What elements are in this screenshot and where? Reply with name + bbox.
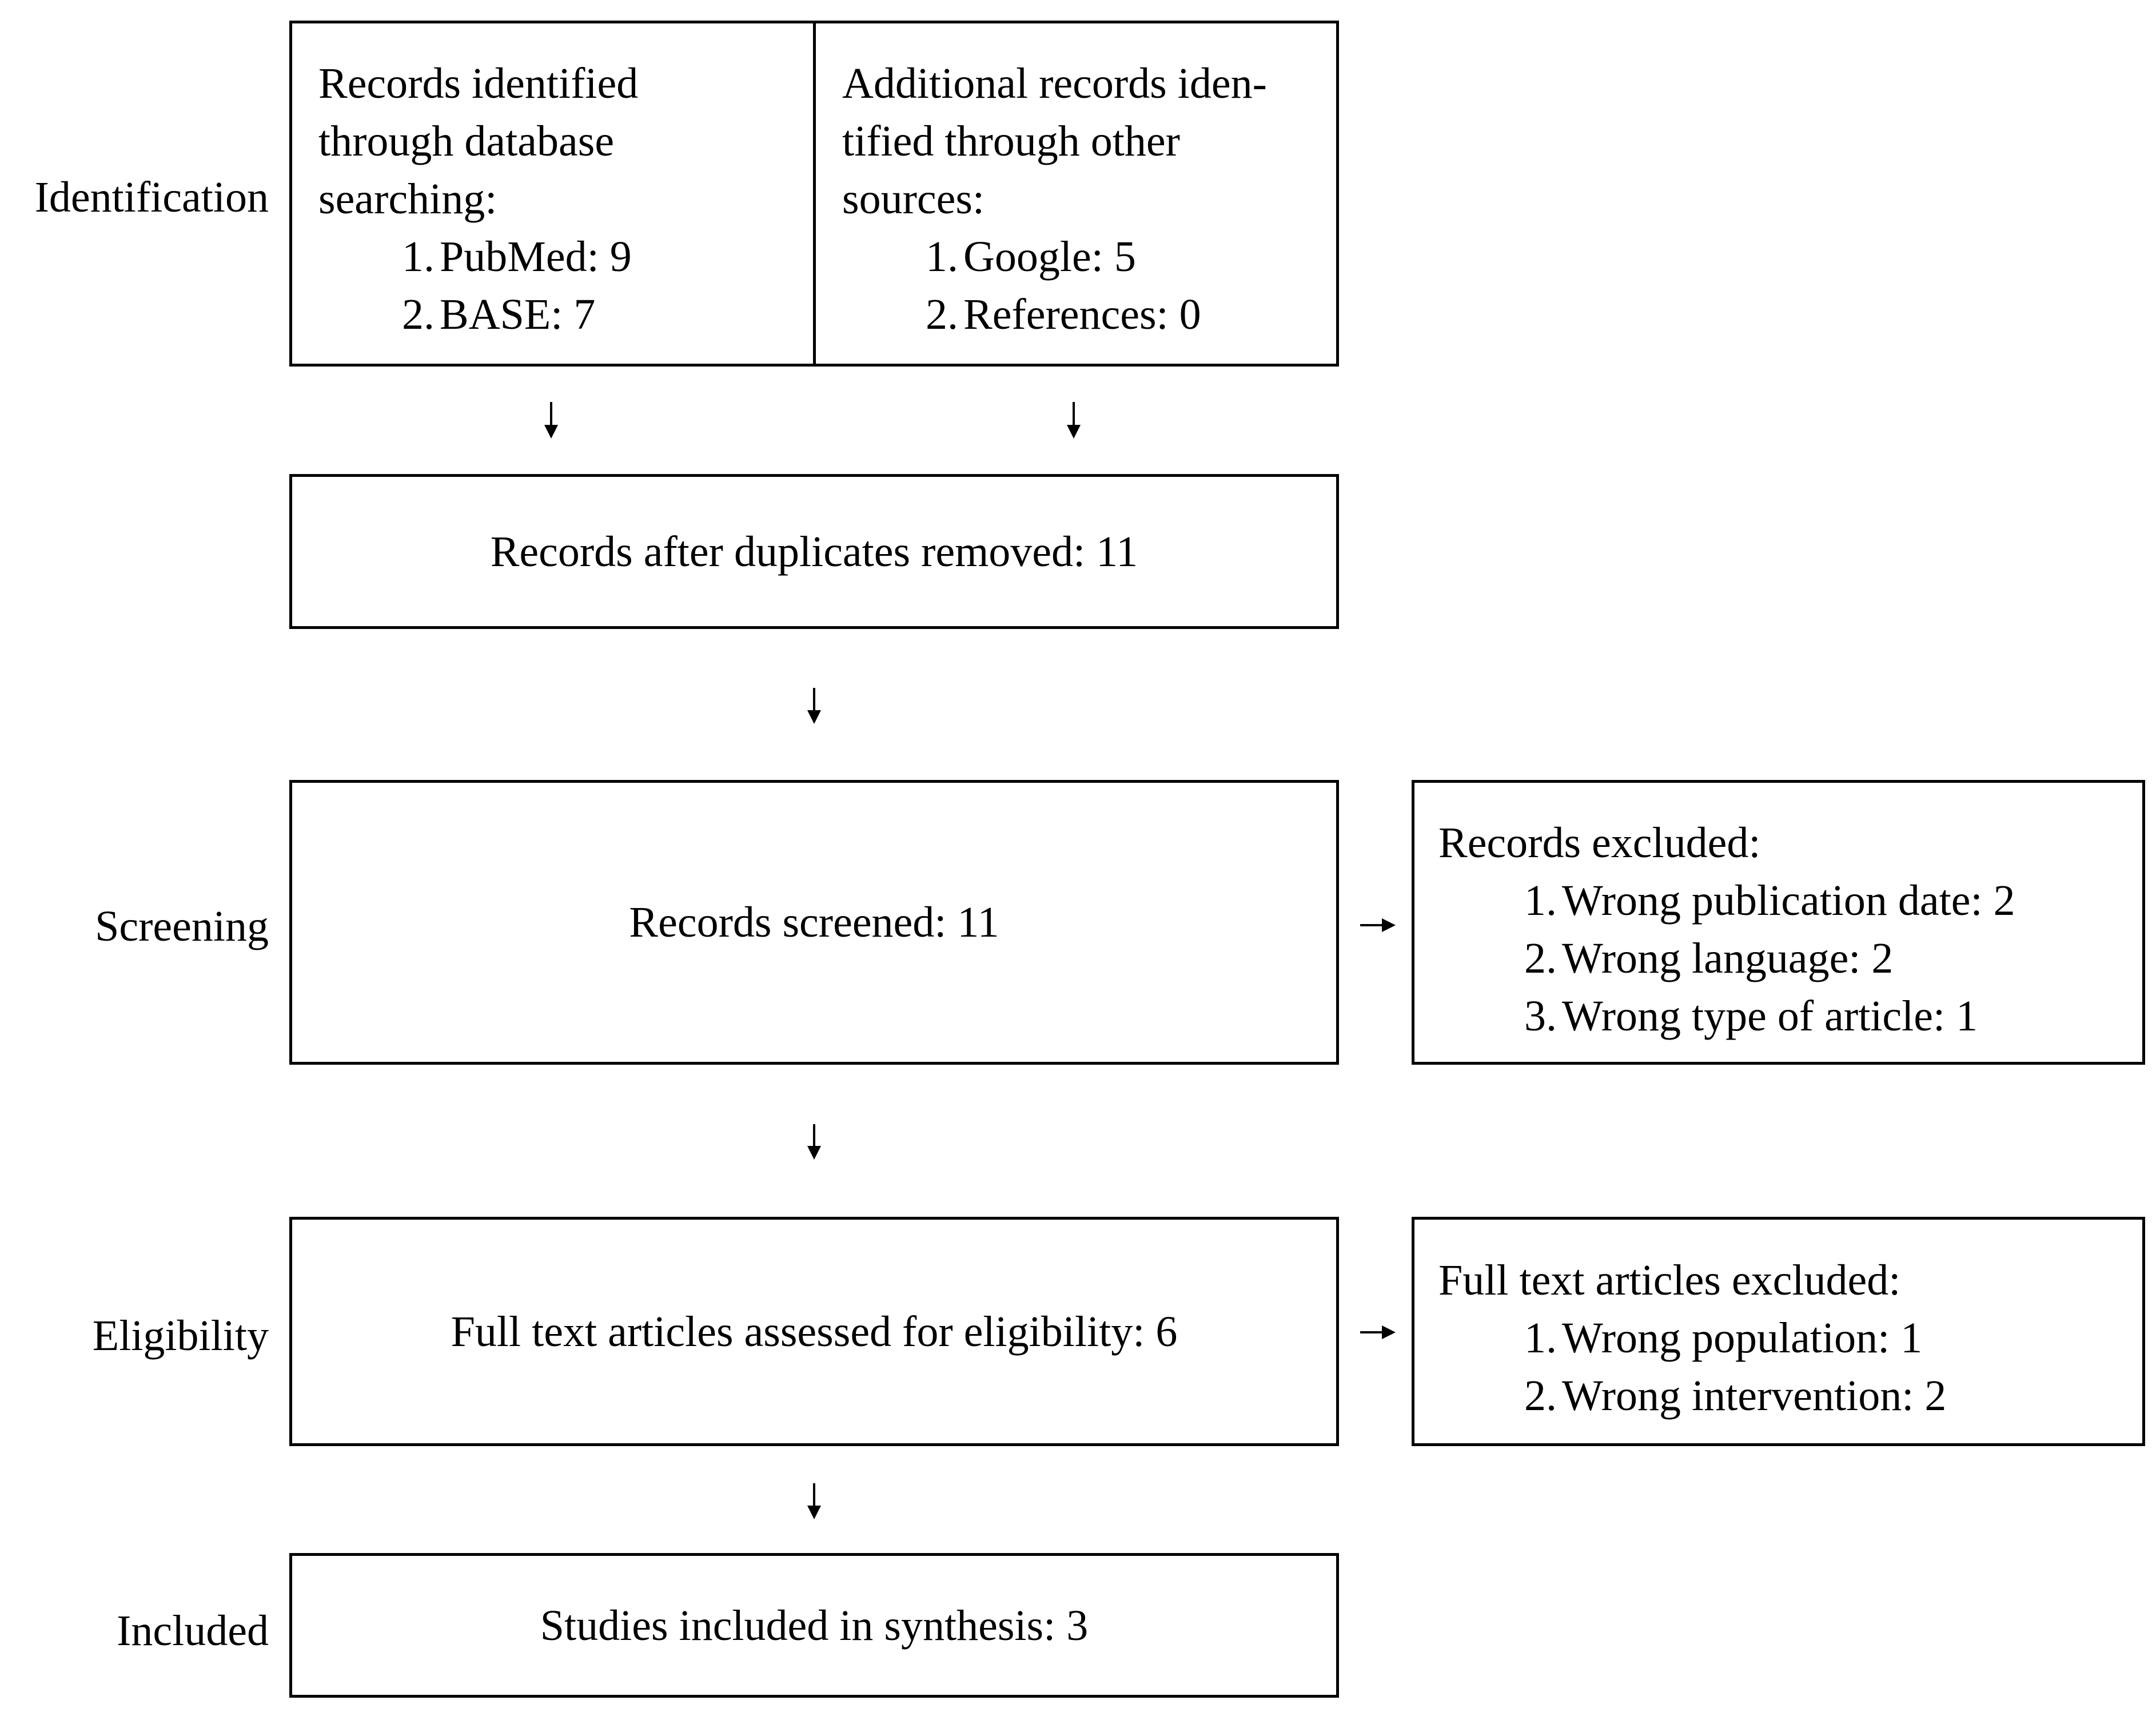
full-text-excluded-item-intervention: 2.Wrong intervention: 2	[1524, 1374, 1946, 1418]
other-line-2: tified through other	[842, 117, 1180, 165]
identification-column-divider	[813, 23, 816, 364]
list-number: 1.	[926, 233, 958, 281]
excluded-item-publication-date: 1.Wrong publication date: 2	[1524, 879, 2015, 922]
full-text-excluded-item-population: 1.Wrong population: 1	[1524, 1316, 1922, 1360]
stage-label-identification: Identification	[34, 173, 269, 221]
stage-label-eligibility: Eligibility	[92, 1312, 269, 1360]
identification-box: Records identified through database sear…	[289, 21, 1339, 367]
stage-label-screening: Screening	[95, 902, 269, 950]
full-text-excluded-box: Full text articles excluded: 1.Wrong pop…	[1412, 1217, 2145, 1446]
full-text-assessed-text: Full text articles assessed for eligibil…	[451, 1307, 1178, 1356]
stage-label-included: Included	[117, 1607, 269, 1655]
database-item-pubmed: 1.PubMed: 9	[402, 235, 632, 278]
other-item-references: 2.References: 0	[926, 293, 1201, 336]
included-studies-text: Studies included in synthesis: 3	[540, 1601, 1089, 1650]
list-number: 3.	[1524, 992, 1557, 1040]
records-screened-text: Records screened: 11	[629, 898, 999, 946]
list-text: References: 0	[963, 290, 1201, 339]
list-number: 2.	[402, 290, 435, 339]
other-item-google: 1.Google: 5	[926, 235, 1136, 278]
duplicates-removed-text: Records after duplicates removed: 11	[490, 527, 1138, 576]
included-studies-box: Studies included in synthesis: 3	[289, 1553, 1339, 1698]
excluded-item-article-type: 3.Wrong type of article: 1	[1524, 994, 1978, 1038]
list-text: PubMed: 9	[440, 233, 632, 281]
database-item-base: 2.BASE: 7	[402, 293, 595, 336]
records-excluded-box: Records excluded: 1.Wrong publication da…	[1412, 780, 2145, 1065]
duplicates-removed-box: Records after duplicates removed: 11	[289, 474, 1339, 629]
list-text: Wrong publication date: 2	[1562, 877, 2015, 925]
records-screened-box: Records screened: 11	[289, 780, 1339, 1065]
list-text: BASE: 7	[440, 290, 596, 339]
excluded-item-language: 2.Wrong language: 2	[1524, 937, 1893, 980]
database-line-3: searching:	[318, 175, 497, 223]
full-text-assessed-box: Full text articles assessed for eligibil…	[289, 1217, 1339, 1446]
list-text: Wrong type of article: 1	[1562, 992, 1978, 1040]
list-text: Google: 5	[963, 233, 1136, 281]
records-excluded-heading: Records excluded:	[1438, 819, 1761, 867]
list-text: Wrong intervention: 2	[1562, 1372, 1947, 1420]
list-number: 1.	[1524, 877, 1557, 925]
other-line-3: sources:	[842, 175, 985, 223]
full-text-excluded-heading: Full text articles excluded:	[1438, 1256, 1901, 1304]
database-line-2: through database	[318, 117, 615, 165]
database-line-1: Records identified	[318, 59, 639, 108]
list-text: Wrong population: 1	[1562, 1314, 1923, 1362]
other-sources-text: Additional records iden- tified through …	[842, 55, 1267, 228]
list-number: 2.	[1524, 1372, 1557, 1420]
list-number: 1.	[402, 233, 435, 281]
other-line-1: Additional records iden-	[842, 59, 1267, 108]
list-number: 2.	[1524, 934, 1557, 982]
list-number: 1.	[1524, 1314, 1557, 1362]
database-records-text: Records identified through database sear…	[318, 55, 638, 228]
list-number: 2.	[926, 290, 958, 339]
list-text: Wrong language: 2	[1562, 934, 1894, 982]
